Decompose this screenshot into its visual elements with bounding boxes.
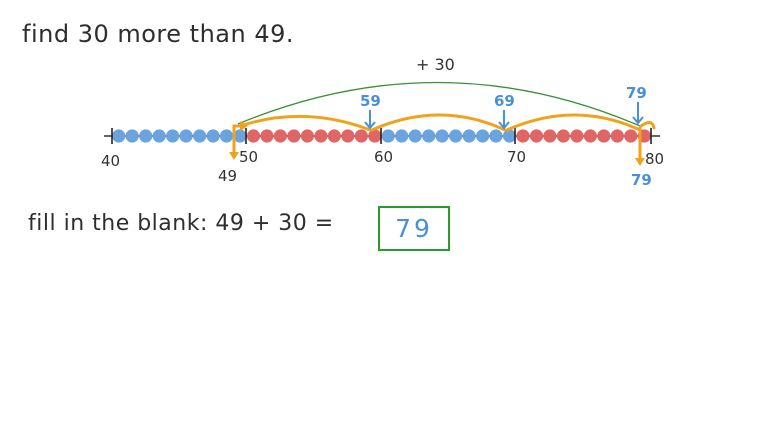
counting-dot xyxy=(449,129,463,143)
counting-dot xyxy=(476,129,490,143)
plus-30-label: + 30 xyxy=(416,55,455,74)
counting-dot xyxy=(166,129,180,143)
counting-dot xyxy=(489,129,503,143)
jump-label-59: 59 xyxy=(360,92,381,110)
end-value-label: 79 xyxy=(631,171,652,189)
jump-arc-1 xyxy=(238,114,372,132)
counting-dot xyxy=(624,129,638,143)
counting-dot xyxy=(152,129,166,143)
question-text: find 30 more than 49. xyxy=(22,20,294,48)
plus-30-arc xyxy=(237,81,641,127)
counting-dot xyxy=(368,129,382,143)
counting-dot xyxy=(219,129,234,143)
start-value-label: 49 xyxy=(218,167,237,185)
fill-in-blank-prompt: fill in the blank: 49 + 30 = xyxy=(28,211,334,236)
counting-dot xyxy=(260,129,274,143)
number-line-diagram: 40 50 60 70 80 49 + 30 59 69 79 79 xyxy=(101,55,664,189)
counting-dot xyxy=(597,129,611,143)
counting-dot xyxy=(300,129,314,143)
counting-dot xyxy=(341,129,355,143)
counting-dot xyxy=(462,129,476,143)
counting-dot xyxy=(179,129,193,143)
jump-label-69: 69 xyxy=(494,92,515,110)
counting-dot xyxy=(233,129,247,143)
counting-dot xyxy=(193,129,207,143)
answer-value: 79 xyxy=(395,214,433,243)
counting-dot xyxy=(516,129,530,143)
tick-label-60: 60 xyxy=(374,148,393,166)
counting-dot xyxy=(610,129,624,143)
counting-dot xyxy=(354,129,368,143)
counting-dot xyxy=(435,129,449,143)
counting-dot xyxy=(583,129,598,143)
counting-dot xyxy=(408,129,422,143)
counting-dot xyxy=(543,129,557,143)
counting-dot xyxy=(556,129,571,143)
counting-dot xyxy=(395,129,409,143)
counting-dot xyxy=(125,129,139,143)
counting-dot xyxy=(422,129,436,143)
tick-label-70: 70 xyxy=(507,148,526,166)
answer-box[interactable]: 79 xyxy=(378,206,450,251)
counting-dots xyxy=(112,129,651,143)
jump-label-79: 79 xyxy=(626,84,647,102)
tick-label-50: 50 xyxy=(239,148,258,166)
counting-dot xyxy=(287,129,301,143)
counting-dot xyxy=(273,129,287,143)
counting-dot xyxy=(327,129,341,143)
jump-arc-3 xyxy=(505,113,642,132)
counting-dot xyxy=(570,129,584,143)
counting-dot xyxy=(314,129,328,143)
counting-dot xyxy=(381,129,395,143)
counting-dot xyxy=(246,129,261,143)
tick-label-80: 80 xyxy=(645,150,664,168)
counting-dot xyxy=(139,129,153,143)
counting-dot xyxy=(206,129,220,143)
counting-dot xyxy=(112,129,126,143)
jump-arc-2 xyxy=(370,113,507,132)
tick-label-40: 40 xyxy=(101,152,120,170)
counting-dot xyxy=(502,129,517,143)
counting-dot xyxy=(529,129,544,143)
